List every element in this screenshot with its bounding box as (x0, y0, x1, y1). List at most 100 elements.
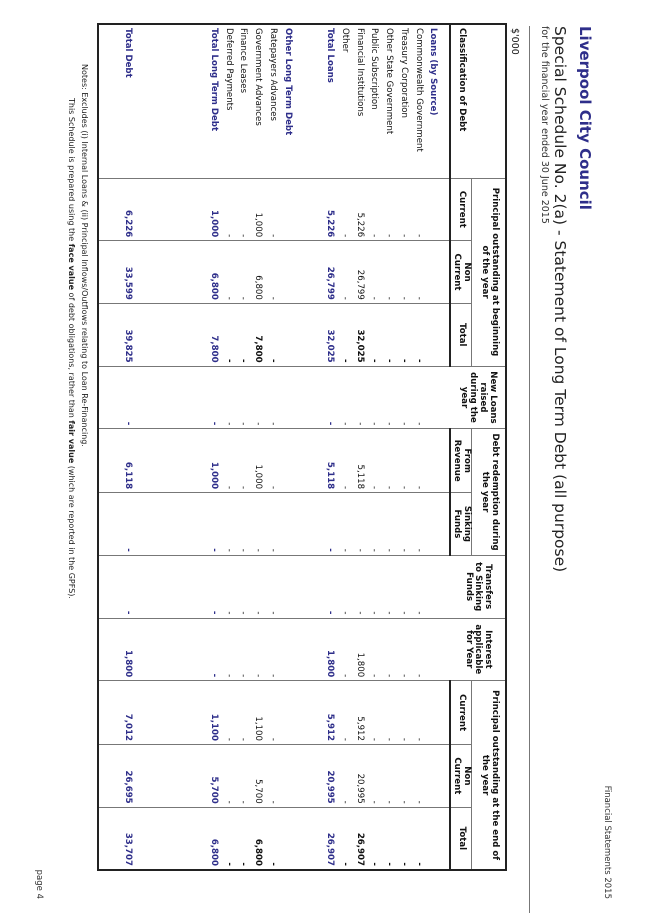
row-label: Total Long Term Debt (208, 28, 219, 132)
value-cell: - (221, 492, 236, 556)
value-cell: - (381, 240, 397, 304)
value-cell: 1,800 (120, 618, 136, 681)
page-title: Special Schedule No. 2(a) - Statement of… (551, 26, 569, 573)
value-cell: 32,025 (352, 303, 367, 367)
spacer-cell (440, 240, 450, 304)
empty-cell (280, 744, 296, 808)
value-cell: - (366, 492, 382, 556)
value-cell: - (366, 680, 382, 745)
empty-cell (426, 428, 441, 493)
value-cell: - (221, 618, 236, 681)
value-cell: 7,012 (120, 680, 136, 745)
loan-row: Other State Government----------- (381, 24, 397, 870)
value-cell: - (250, 366, 266, 429)
value-cell: - (206, 618, 222, 681)
other-debt-row: Ratepayers Advances----------- (265, 24, 281, 870)
value-cell: 7,800 (206, 303, 222, 367)
empty-cell (280, 680, 296, 745)
value-cell: - (206, 366, 222, 429)
value-cell: 1,800 (352, 618, 367, 681)
unit-label: $'000 (509, 28, 520, 55)
value-cell: - (322, 555, 338, 618)
empty-cell (280, 492, 296, 556)
value-cell: 33,599 (120, 240, 136, 304)
value-cell: - (206, 492, 222, 556)
row-label: Total Loans (324, 28, 335, 83)
value-cell: - (411, 680, 427, 745)
spacer-cell (295, 618, 323, 681)
value-cell: - (366, 555, 382, 618)
value-cell: - (337, 303, 353, 367)
value-cell: - (250, 555, 266, 618)
value-cell: 6,800 (250, 807, 266, 870)
council-name: Liverpool City Council (576, 26, 594, 210)
value-cell: 5,226 (352, 178, 367, 241)
value-cell: 26,695 (120, 744, 136, 808)
value-cell: - (411, 428, 427, 493)
spacer-cell (440, 555, 450, 618)
header-divider (529, 26, 530, 913)
note-line-2: This Schedule is prepared using the face… (65, 64, 78, 599)
value-cell: - (396, 680, 412, 745)
value-cell: - (396, 807, 412, 870)
spacer-cell (440, 492, 450, 556)
note-fair-value: fair value (67, 420, 76, 464)
empty-cell (280, 555, 296, 618)
value-cell: - (236, 618, 251, 681)
empty-cell (426, 366, 441, 429)
empty-cell (426, 807, 441, 870)
row-label: Other State Government (384, 28, 395, 135)
value-cell: 26,907 (352, 807, 367, 870)
other-debt-row: Deferred Payments----------- (221, 24, 236, 870)
row-label: Financial Institutions (354, 28, 365, 117)
value-cell: - (411, 555, 427, 618)
value-cell: - (366, 744, 382, 808)
value-cell: 20,995 (352, 744, 367, 808)
spacer-cell (440, 618, 450, 681)
value-cell: - (221, 366, 236, 429)
value-cell: - (221, 240, 236, 304)
page-subtitle: for the financial year ended 30 June 201… (539, 26, 550, 224)
value-cell: - (396, 744, 412, 808)
empty-cell (426, 303, 441, 367)
value-cell: - (221, 555, 236, 618)
value-cell: - (236, 428, 251, 493)
loan-row: Public Subscription----------- (366, 24, 382, 870)
empty-cell (426, 555, 441, 618)
value-cell: - (396, 618, 412, 681)
spacer-row (440, 24, 450, 870)
end-total-header: Total (450, 807, 472, 870)
value-cell: 6,226 (120, 178, 136, 241)
empty-cell (426, 492, 441, 556)
spacer-cell (440, 366, 450, 429)
value-cell: 26,799 (322, 240, 338, 304)
value-cell: 5,700 (250, 744, 266, 808)
value-cell: - (381, 366, 397, 429)
row-label: Commonwealth Government (413, 28, 424, 152)
end-noncurrent-header: Non Current (450, 744, 472, 808)
spacer-cell (135, 680, 207, 745)
value-cell: 5,912 (352, 680, 367, 745)
spacer-cell (440, 428, 450, 493)
value-cell: - (411, 618, 427, 681)
sinking-funds-header: Sinking Funds (450, 492, 472, 556)
spacer-cell (295, 178, 323, 241)
row-label: Deferred Payments (223, 28, 234, 111)
value-cell: - (411, 178, 427, 241)
spacer-cell (135, 303, 207, 367)
value-cell: - (411, 492, 427, 556)
value-cell: - (265, 807, 281, 870)
principal-end-header: Principal outstanding at the end of the … (472, 680, 506, 870)
spacer-cell (98, 680, 121, 745)
page-number: page 4 (34, 869, 44, 899)
value-cell: - (236, 240, 251, 304)
row-label: Public Subscription (369, 28, 380, 110)
value-cell: - (337, 807, 353, 870)
spacer-cell (98, 366, 121, 429)
value-cell: - (236, 303, 251, 367)
begin-current-header: Current (450, 178, 472, 241)
